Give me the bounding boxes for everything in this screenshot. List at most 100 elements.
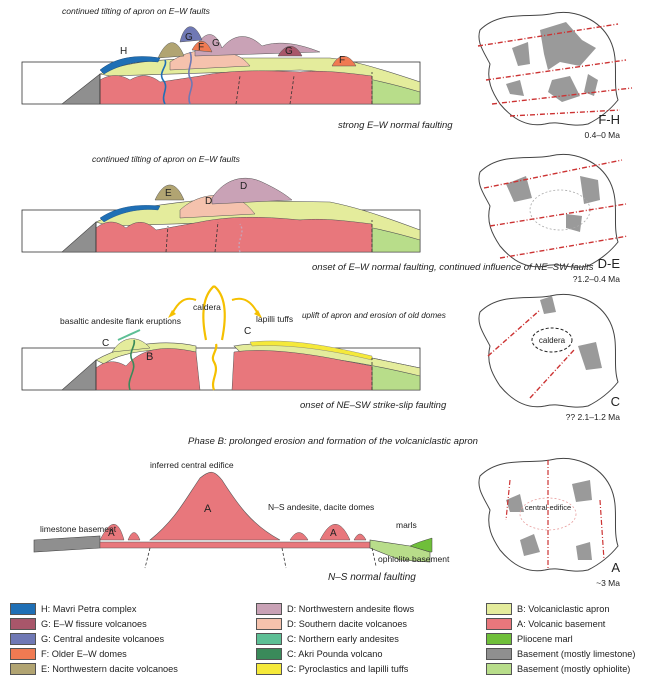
- legend-swatch: [10, 632, 36, 645]
- volcanic-basement-layer: [99, 541, 371, 549]
- unit-label: H: [120, 46, 127, 57]
- map-fh: F-H 0.4–0 Ma: [477, 12, 633, 140]
- fault-line: [371, 547, 377, 567]
- arrow-head: [168, 310, 176, 318]
- tilting-note-text: continued tilting of apron on E–W faults: [62, 6, 211, 16]
- legend-label: Basement (mostly ophiolite): [517, 663, 631, 674]
- legend-item: C: Northern early andesites: [256, 632, 399, 645]
- volcanic-outcrops: [540, 296, 602, 370]
- legend-label: G: E–W fissure volcanoes: [41, 618, 147, 629]
- mavri-petra-complex: [99, 56, 161, 75]
- legend-swatch: [486, 617, 512, 630]
- legend-item: G: E–W fissure volcanoes: [10, 617, 147, 630]
- older-dome-f: [331, 56, 357, 67]
- legend-item: C: Pyroclastics and lapilli tuffs: [256, 662, 408, 675]
- fissure-volcano-g: [277, 46, 303, 57]
- legend-swatch: [10, 602, 36, 615]
- flank-eruption-note: basaltic andesite flank eruptions: [60, 316, 181, 326]
- tilting-note: continued tilting of apron on E–W faults: [92, 154, 241, 164]
- feeder-dyke-c: [128, 339, 136, 391]
- tilting-note-text: continued tilting of apron on E–W faults: [92, 154, 241, 164]
- legend-swatch: [10, 617, 36, 630]
- limestone-note: limestone basement: [40, 524, 117, 534]
- legend-label: C: Northern early andesites: [287, 633, 399, 644]
- legend-swatch: [486, 632, 512, 645]
- legend-label: H: Mavri Petra complex: [41, 603, 137, 614]
- legend-swatch: [256, 602, 282, 615]
- unit-label: D: [240, 181, 247, 192]
- unit-label: B: [146, 351, 153, 363]
- age-label: ?? 2.1–1.2 Ma: [566, 412, 621, 422]
- caldera-arrow-right: [213, 285, 226, 341]
- older-dome-f2: [191, 41, 213, 53]
- andesite-flows: [211, 178, 293, 205]
- legend-item: Pliocene marl: [486, 632, 573, 645]
- ophiolite-note: ophiolite basement: [378, 554, 450, 564]
- legend-swatch: [256, 632, 282, 645]
- volcanic-basement: [99, 70, 373, 105]
- arrow-head: [254, 310, 262, 318]
- unit-label: A: [204, 503, 212, 515]
- legend-label: A: Volcanic basement: [517, 618, 606, 629]
- fault-trace: [483, 159, 629, 259]
- fault-line: [281, 547, 287, 569]
- andesite-dome: [353, 533, 367, 541]
- legend-label: C: Akri Pounda volcano: [287, 648, 383, 659]
- map-de: D-E ?1.2–0.4 Ma: [478, 154, 629, 284]
- map-caldera-label: caldera: [539, 336, 566, 345]
- unit-label: A: [330, 528, 337, 539]
- legend-item: D: Southern dacite volcanoes: [256, 617, 407, 630]
- unit-label: D: [205, 196, 212, 207]
- unit-label: G: [212, 38, 220, 49]
- legend-label: D: Southern dacite volcanoes: [287, 618, 408, 629]
- island-outline: [478, 458, 619, 572]
- fault-trace: [505, 460, 605, 570]
- volcanic-basement-east: [231, 350, 373, 391]
- old-caldera: [529, 189, 591, 231]
- caldera-arrow-left: [202, 285, 215, 341]
- fault-line: [144, 547, 151, 569]
- domes-note: N–S andesite, dacite domes: [268, 502, 374, 512]
- stage-label: C: [611, 394, 620, 409]
- panel-fh-section: H G F G G F continued tilting of apron o…: [21, 6, 453, 131]
- panel-caption: N–S normal faulting: [328, 572, 416, 583]
- feeder-dyke-h: [160, 59, 167, 105]
- unit-label: C: [102, 338, 109, 349]
- legend-label: C: Pyroclastics and lapilli tuffs: [287, 663, 409, 674]
- early-flow: [99, 205, 161, 223]
- legend-item: Basement (mostly ophiolite): [486, 662, 630, 675]
- legend-item: G: Central andesite volcanoes: [10, 632, 164, 645]
- dacite-volcano-e: [154, 184, 185, 201]
- panel-de-section: E D D continued tilting of apron on E–W …: [21, 154, 594, 273]
- tilting-note: continued tilting of apron on E–W faults: [62, 6, 211, 16]
- ash-arrow-left: [171, 297, 197, 315]
- unit-label: E: [165, 188, 172, 199]
- central-edifice: [149, 471, 281, 541]
- legend-label: E: Northwestern dacite volcanoes: [41, 663, 178, 674]
- legend-swatch: [486, 602, 512, 615]
- fault-line: [165, 225, 169, 253]
- caldera-outline: [531, 327, 573, 353]
- central-andesite-g: [179, 26, 203, 43]
- fault-trace: [487, 309, 575, 399]
- fault-line: [214, 221, 219, 253]
- island-outline: [478, 154, 619, 268]
- volcanic-outcrops: [506, 480, 592, 560]
- legend-label: Basement (mostly limestone): [517, 648, 636, 659]
- volcanic-outcrops: [506, 176, 600, 232]
- panel-caption: strong E–W normal faulting: [338, 120, 453, 131]
- island-outline: [478, 294, 619, 408]
- feeder-dyke-g: [188, 51, 193, 105]
- uplift-note: uplift of apron and erosion of old domes: [302, 311, 446, 320]
- legend-label: Pliocene marl: [517, 633, 573, 644]
- dacite-volcano-e: [157, 42, 185, 59]
- legend-item: F: Older E–W domes: [10, 647, 127, 660]
- andesite-dome: [319, 524, 351, 541]
- limestone-basement: [61, 73, 101, 105]
- unit-label: F: [339, 55, 345, 66]
- legend-item: D: Northwestern andesite flows: [256, 602, 414, 615]
- phase-b-caption: Phase B: prolonged erosion and formation…: [188, 436, 478, 447]
- lapilli-note: lapilli tuffs: [256, 314, 293, 324]
- andesite-dome: [99, 524, 125, 541]
- legend-swatch: [486, 647, 512, 660]
